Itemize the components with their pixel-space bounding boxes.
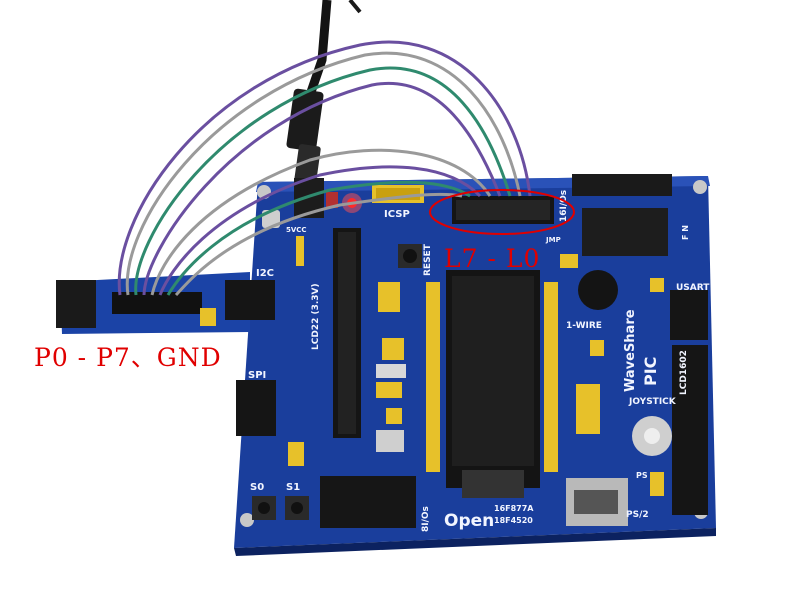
led-highlight-ellipse [429,189,575,235]
s0-label: S0 [250,482,264,493]
reset-button [398,244,422,268]
led-pins-annotation: L7 - L0 [444,244,541,273]
spi-header [236,380,276,436]
icsp-label: ICSP [384,209,410,220]
led-header [452,196,554,224]
mcu-chip [452,276,534,466]
lcd1602-label: LCD1602 [679,350,689,395]
ps2-label: PS/2 [626,510,649,520]
mounting-hole [240,513,254,527]
reset-label: RESET [423,243,433,276]
io16-header [582,208,668,256]
one-wire-label: 1-WIRE [566,321,602,331]
open-title: Open [444,511,494,531]
s1-button [285,496,309,520]
jumper-blocks [288,254,664,496]
s1-label: S1 [286,482,300,493]
ps-jumper-label: PS [636,471,648,480]
i2c-header [225,280,275,320]
joystick-label: JOYSTICK [628,397,677,407]
brand-label: WaveShare [623,309,638,392]
port-pins-annotation: P0 - P7、GND [34,343,222,372]
left-adapter-board [56,272,275,334]
lcd1602-header [672,345,708,515]
io8-label: 8I/Os [421,506,431,532]
adapter-connector [56,280,96,328]
silkscreen-labels: ICSP 5VCC RESET I2C LCD22 (3.3V) SPI 1-W… [248,190,710,532]
jumper-wires [117,40,532,297]
io8-header [320,476,416,528]
mounting-hole [693,180,707,194]
jmp-label: JMP [545,236,561,244]
top-right-connector [572,174,672,196]
usart-header [670,290,708,340]
buzzer [578,270,618,310]
crystal [376,430,404,452]
s0-button [252,496,276,520]
model-label: PIC [641,357,660,386]
io16-label: 16I/Os [559,190,569,222]
adapter-pin-header [112,292,202,314]
joystick [632,416,672,456]
lcd22-header [333,228,361,438]
mcu-socket [426,270,558,498]
usart-label: USART [676,283,710,293]
ps2-connector [566,478,628,526]
chip-line1: 16F877A [494,504,534,513]
chip-line2: 18F4520 [494,516,533,525]
vcc-label: 5VCC [286,226,307,234]
lcd22-label: LCD22 (3.3V) [311,283,321,350]
i2c-label: I2C [256,268,274,279]
fn-label: F N [681,225,690,240]
spi-label: SPI [248,370,266,381]
